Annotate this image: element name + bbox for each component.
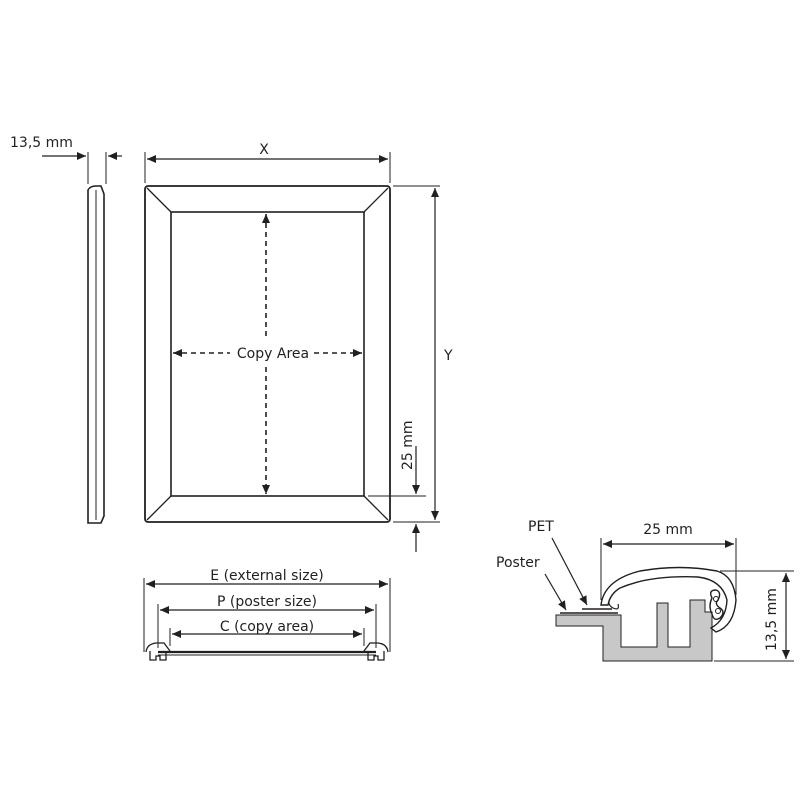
profile-detail: 25 mm 13,5 mm PET Poster xyxy=(496,519,794,662)
poster-label: Poster xyxy=(496,555,540,571)
border-label: 25 mm xyxy=(400,420,416,470)
frame-inner-edge xyxy=(170,211,365,497)
profile-height-label: 13,5 mm xyxy=(764,588,780,651)
height-label: Y xyxy=(443,348,453,364)
external-size-label: E (external size) xyxy=(210,568,323,584)
profile-base xyxy=(555,599,713,662)
frame-outer-edge xyxy=(144,185,391,523)
section-view: E (external size) P (poster size) C (cop… xyxy=(143,568,391,661)
poster-size-label: P (poster size) xyxy=(217,594,317,610)
pet-leader xyxy=(551,537,588,606)
snap-cover xyxy=(600,566,737,633)
poster-leader xyxy=(544,573,567,611)
side-view: 13,5 mm xyxy=(10,135,122,524)
frame-depth-label: 13,5 mm xyxy=(10,135,73,151)
front-view: Copy Area X Y 25 mm xyxy=(144,142,453,552)
copy-area-size-label: C (copy area) xyxy=(220,619,314,635)
right-profile-section xyxy=(363,642,389,661)
profile-width-label: 25 mm xyxy=(643,522,693,538)
pet-label: PET xyxy=(528,519,554,535)
width-label: X xyxy=(259,142,269,158)
copy-area-label: Copy Area xyxy=(237,346,309,362)
left-profile-section xyxy=(145,642,171,661)
